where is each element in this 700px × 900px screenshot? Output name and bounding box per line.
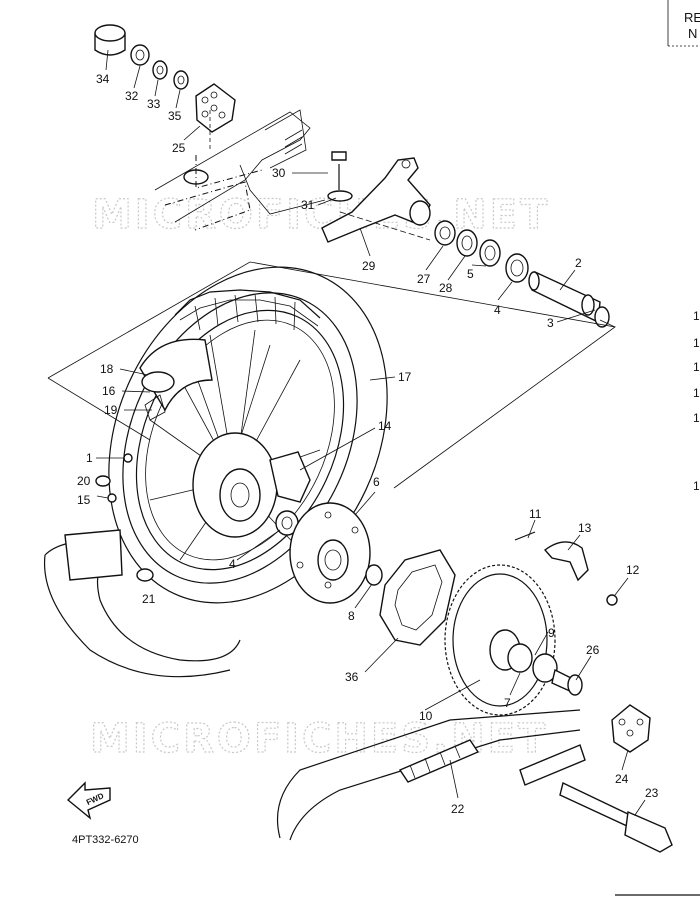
rear-tire <box>108 266 388 604</box>
leader-lines <box>96 49 646 816</box>
wheel-frame-outline <box>47 377 151 441</box>
callout-25: 25 <box>172 141 186 155</box>
bearing-4 <box>505 253 529 283</box>
callout-35: 35 <box>168 109 182 123</box>
callout-26: 26 <box>586 643 600 657</box>
callout-labels: 34 32 33 35 25 30 31 29 27 28 5 4 2 3 18… <box>77 72 659 816</box>
corner-reference-box: RE N <box>667 0 700 47</box>
callout-20: 20 <box>77 474 91 488</box>
callout-17: 17 <box>398 370 412 384</box>
chain-puller-25 <box>195 83 236 133</box>
callout-29: 29 <box>362 259 376 273</box>
diagram-code: 4PT332-6270 <box>72 834 139 846</box>
alignment-line <box>599 319 616 328</box>
sprocket-hardware <box>507 643 583 696</box>
spacer-3 <box>594 306 610 328</box>
callout-31: 31 <box>301 198 315 212</box>
callout-27: 27 <box>417 272 431 286</box>
watermark-bottom: MICROFICHES.NET <box>90 716 548 762</box>
margin-mark: 1 <box>693 479 700 493</box>
swingarm-outline <box>154 109 326 231</box>
watermark-top: MICROFICHES.NET <box>92 192 550 238</box>
callout-10: 10 <box>419 709 433 723</box>
margin-mark: 1 <box>693 411 700 425</box>
callout-9: 9 <box>548 626 555 640</box>
callout-5: 5 <box>467 267 474 281</box>
brake-arm-29 <box>321 157 431 243</box>
washer-35 <box>173 70 189 90</box>
axle-collar-group <box>94 24 236 133</box>
damper-36 <box>379 549 456 646</box>
collar-32 <box>130 44 150 66</box>
seal-5 <box>479 239 501 267</box>
callout-22: 22 <box>451 802 465 816</box>
hub <box>192 432 311 538</box>
callout-23: 23 <box>645 786 659 800</box>
margin-mark: 1 <box>693 309 700 323</box>
rim-hardware <box>95 453 133 503</box>
callout-34: 34 <box>96 72 110 86</box>
callout-30: 30 <box>272 166 286 180</box>
wheel-frame-outline <box>47 261 616 489</box>
fwd-arrow-icon: FWD <box>66 781 111 820</box>
callout-6: 6 <box>373 475 380 489</box>
corner-ref-line-1: RE <box>684 10 700 25</box>
callout-3: 3 <box>547 316 554 330</box>
margin-mark: 1 <box>693 360 700 374</box>
seal-27 <box>434 220 456 246</box>
corner-ref-line-2: N <box>688 26 697 41</box>
drive-chain-22 <box>276 709 586 841</box>
callout-36: 36 <box>345 670 359 684</box>
callout-4-bottom: 4 <box>229 557 236 571</box>
alignment-line <box>339 211 431 241</box>
margin-mark: 1 <box>693 386 700 400</box>
callout-13: 13 <box>578 521 592 535</box>
margin-mark: 1 <box>693 336 700 350</box>
axle-bearing-group <box>434 220 610 328</box>
clutch-hub-6 <box>289 502 371 604</box>
callout-12: 12 <box>626 563 640 577</box>
callout-7: 7 <box>504 696 511 710</box>
collar-8 <box>365 564 383 586</box>
circlip-28 <box>456 229 478 257</box>
callout-33: 33 <box>147 97 161 111</box>
callout-16: 16 <box>102 384 116 398</box>
callout-1: 1 <box>86 451 93 465</box>
callout-8: 8 <box>348 609 355 623</box>
inner-tube <box>43 529 241 678</box>
callout-24: 24 <box>615 772 629 786</box>
right-margin-marks: 1 1 1 1 1 1 <box>693 309 700 493</box>
callout-32: 32 <box>125 89 139 103</box>
axle-and-adjuster <box>559 704 673 853</box>
callout-15: 15 <box>77 493 91 507</box>
washer-33 <box>152 60 168 80</box>
callout-19: 19 <box>104 403 118 417</box>
callout-4-top: 4 <box>494 303 501 317</box>
tube-and-band <box>139 338 213 421</box>
callout-11: 11 <box>529 507 542 521</box>
sprocket-10 <box>444 564 556 716</box>
callout-21: 21 <box>142 592 156 606</box>
chain-guide-hardware <box>514 531 618 606</box>
callout-2: 2 <box>575 256 582 270</box>
callout-18: 18 <box>100 362 114 376</box>
callout-28: 28 <box>439 281 453 295</box>
callout-14: 14 <box>378 419 392 433</box>
